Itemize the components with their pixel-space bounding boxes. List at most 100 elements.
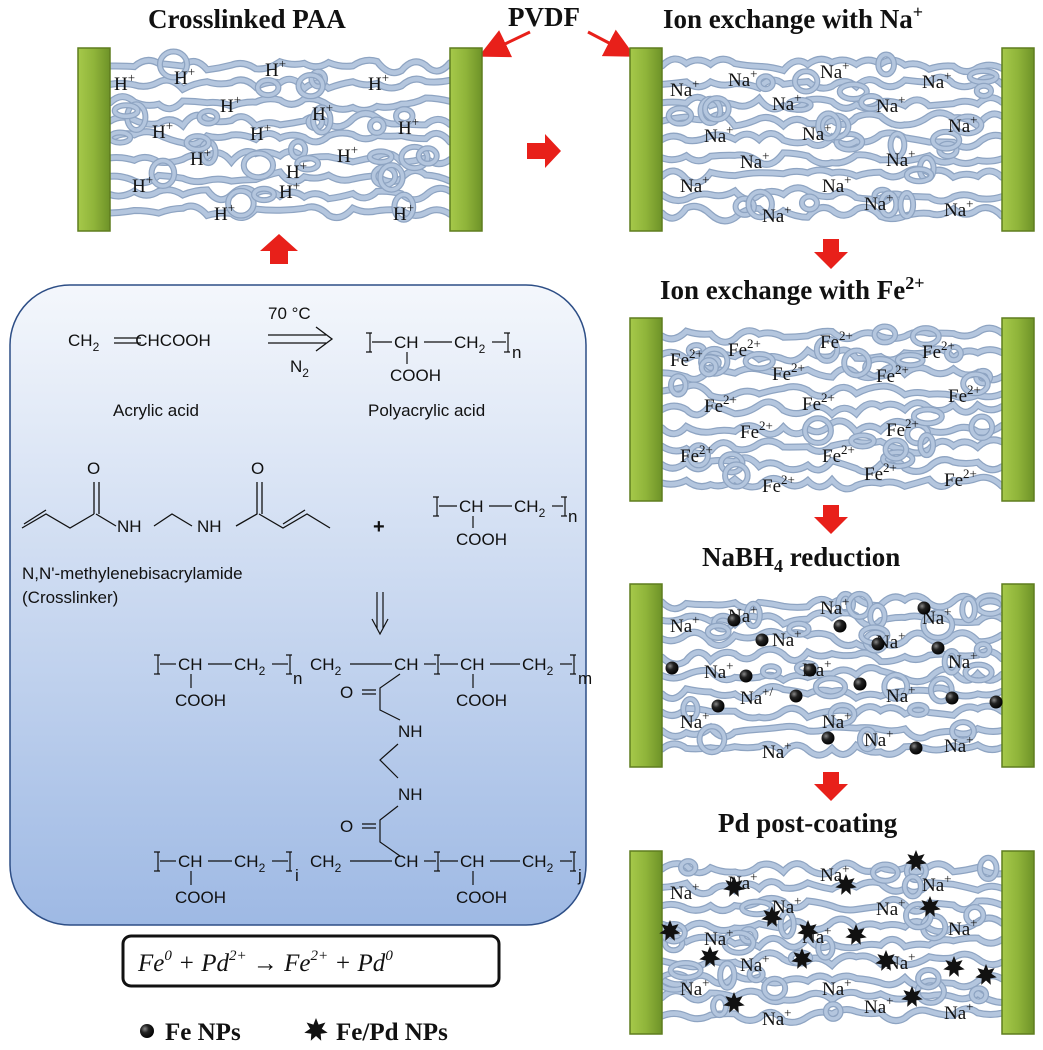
membrane-nabh4-reduction: Na+Na+Na+Na+Na+Na+Na+Na+Na+Na+/Na+Na+Na+… [629, 583, 1035, 768]
fepd-nanoparticle [723, 876, 745, 897]
fiber-network [656, 854, 1006, 1026]
ion-label: H+ [114, 70, 135, 95]
svg-text:n: n [293, 669, 302, 688]
svg-text:CH2: CH2 [310, 655, 342, 678]
ion-label: H+ [286, 158, 307, 183]
svg-text:n: n [568, 507, 577, 526]
ion-label: Na+ [820, 58, 850, 83]
ion-label: Na+ [864, 726, 894, 751]
ion-label: H+ [337, 142, 358, 167]
ion-label: H+ [368, 70, 389, 95]
ion-label: Na+ [670, 76, 700, 101]
svg-text:O: O [340, 683, 353, 702]
ion-label: Na+ [704, 925, 734, 950]
ion-label: Na+ [680, 172, 710, 197]
ion-label: Fe2+ [670, 346, 703, 371]
svg-text:CH: CH [178, 655, 203, 674]
svg-text:O: O [340, 817, 353, 836]
ion-label: Fe2+ [728, 336, 761, 361]
ion-label: Na+ [762, 202, 792, 227]
membrane-na-exchange: Na+Na+Na+Na+Na+Na+Na+Na+Na+Na+Na+Na+Na+N… [629, 47, 1035, 232]
fepd-nanoparticle [699, 946, 721, 967]
ion-label: Fe2+ [944, 466, 977, 491]
svg-text:NH: NH [197, 517, 222, 536]
ion-label: Na+ [922, 871, 952, 896]
svg-text:CH: CH [460, 655, 485, 674]
ion-label: Na+ [762, 1005, 792, 1030]
pvdf-bar-left [629, 850, 663, 1035]
ion-label: H+ [132, 172, 153, 197]
ion-label: H+ [190, 145, 211, 170]
title-pvdf: PVDF [508, 2, 580, 32]
title-nabh4-reduction: NaBH4 reduction [702, 542, 900, 576]
polyacrylic-acid-structure-2: CH CH2 n COOH [433, 496, 577, 549]
fiber-network [658, 590, 1007, 759]
pvdf-bar-left [629, 47, 663, 232]
svg-text:n: n [512, 343, 521, 362]
svg-text:CH: CH [394, 655, 419, 674]
ion-label: Na+ [876, 92, 906, 117]
ion-label: Na+ [886, 146, 916, 171]
fepd-nanoparticle [919, 896, 941, 917]
label-polyacrylic-acid: Polyacrylic acid [368, 401, 485, 420]
pvdf-bar-right [1001, 583, 1035, 768]
fepd-nanoparticle [723, 992, 745, 1013]
label-crosslinker-name: N,N'-methylenebisacrylamide [22, 564, 243, 583]
ion-label: Na+ [740, 951, 770, 976]
ion-label: H+ [398, 114, 419, 139]
ion-label: H+ [312, 100, 333, 125]
fe-nanoparticle [739, 669, 753, 683]
fepd-nanoparticle [835, 874, 857, 895]
svg-text:COOH: COOH [175, 888, 226, 907]
chemistry-panel [9, 284, 587, 926]
crosslinker-structure [21, 482, 331, 529]
fepd-nanoparticle [791, 948, 813, 969]
svg-text:CH: CH [460, 852, 485, 871]
ion-label: Na+ [876, 895, 906, 920]
fe-nanoparticle [755, 633, 769, 647]
ion-label: Na+ [822, 708, 852, 733]
fe-nanoparticle [803, 663, 817, 677]
ion-label: Na+ [948, 112, 978, 137]
fe-nanoparticle [945, 691, 959, 705]
pvdf-bar-right [1001, 850, 1035, 1035]
ion-label: Na+ [704, 122, 734, 147]
fepd-nanoparticle [901, 986, 923, 1007]
fe-nanoparticle [711, 699, 725, 713]
ion-label: Na+ [820, 861, 850, 886]
ion-label: Fe2+ [802, 390, 835, 415]
ion-label: Na+ [948, 648, 978, 673]
fepd-nanoparticle [905, 850, 927, 871]
title-crosslinked-paa: Crosslinked PAA [148, 4, 346, 34]
ion-label: Na+ [728, 66, 758, 91]
flow-arrow-down-1 [814, 239, 848, 269]
fe-nanoparticle [931, 641, 945, 655]
svg-text:COOH: COOH [456, 691, 507, 710]
legend-fepd-nps: Fe/Pd NPs [336, 1019, 448, 1046]
pvdf-bar-right [1001, 317, 1035, 502]
title-fe-exchange: Ion exchange with Fe2+ [660, 273, 925, 305]
fe-nps-legend-marker [140, 1024, 154, 1038]
crosslinked-product-structure: CH CH2 n CH2 CH CH CH2 m COOH COOH O NH … [154, 654, 592, 907]
ion-label: Na+ [886, 682, 916, 707]
ion-label: Na+ [704, 658, 734, 683]
ion-label: Na+/ [740, 684, 773, 709]
ion-label: Fe2+ [876, 362, 909, 387]
ion-label: H+ [265, 56, 286, 81]
ion-label: Na+ [944, 196, 974, 221]
ion-label: H+ [279, 178, 300, 203]
membrane-fe-exchange: Fe2+Fe2+Fe2+Fe2+Fe2+Fe2+Fe2+Fe2+Fe2+Fe2+… [629, 317, 1035, 502]
fiber-network [658, 323, 1006, 493]
ion-label: Fe2+ [886, 416, 919, 441]
fe-nanoparticle [821, 731, 835, 745]
membrane-pd-coating: Na+Na+Na+Na+Na+Na+Na+Na+Na+Na+Na+Na+Na+N… [629, 850, 1035, 1035]
fe-nanoparticle [853, 677, 867, 691]
ion-label: Na+ [772, 90, 802, 115]
fepd-nanoparticle [875, 950, 897, 971]
fe-nanoparticle [665, 661, 679, 675]
svg-text:CH: CH [178, 852, 203, 871]
ion-label: Na+ [670, 612, 700, 637]
ion-label: Na+ [948, 915, 978, 940]
title-na-exchange: Ion exchange with Na+ [663, 2, 923, 34]
svg-text:CH2: CH2 [234, 852, 266, 875]
